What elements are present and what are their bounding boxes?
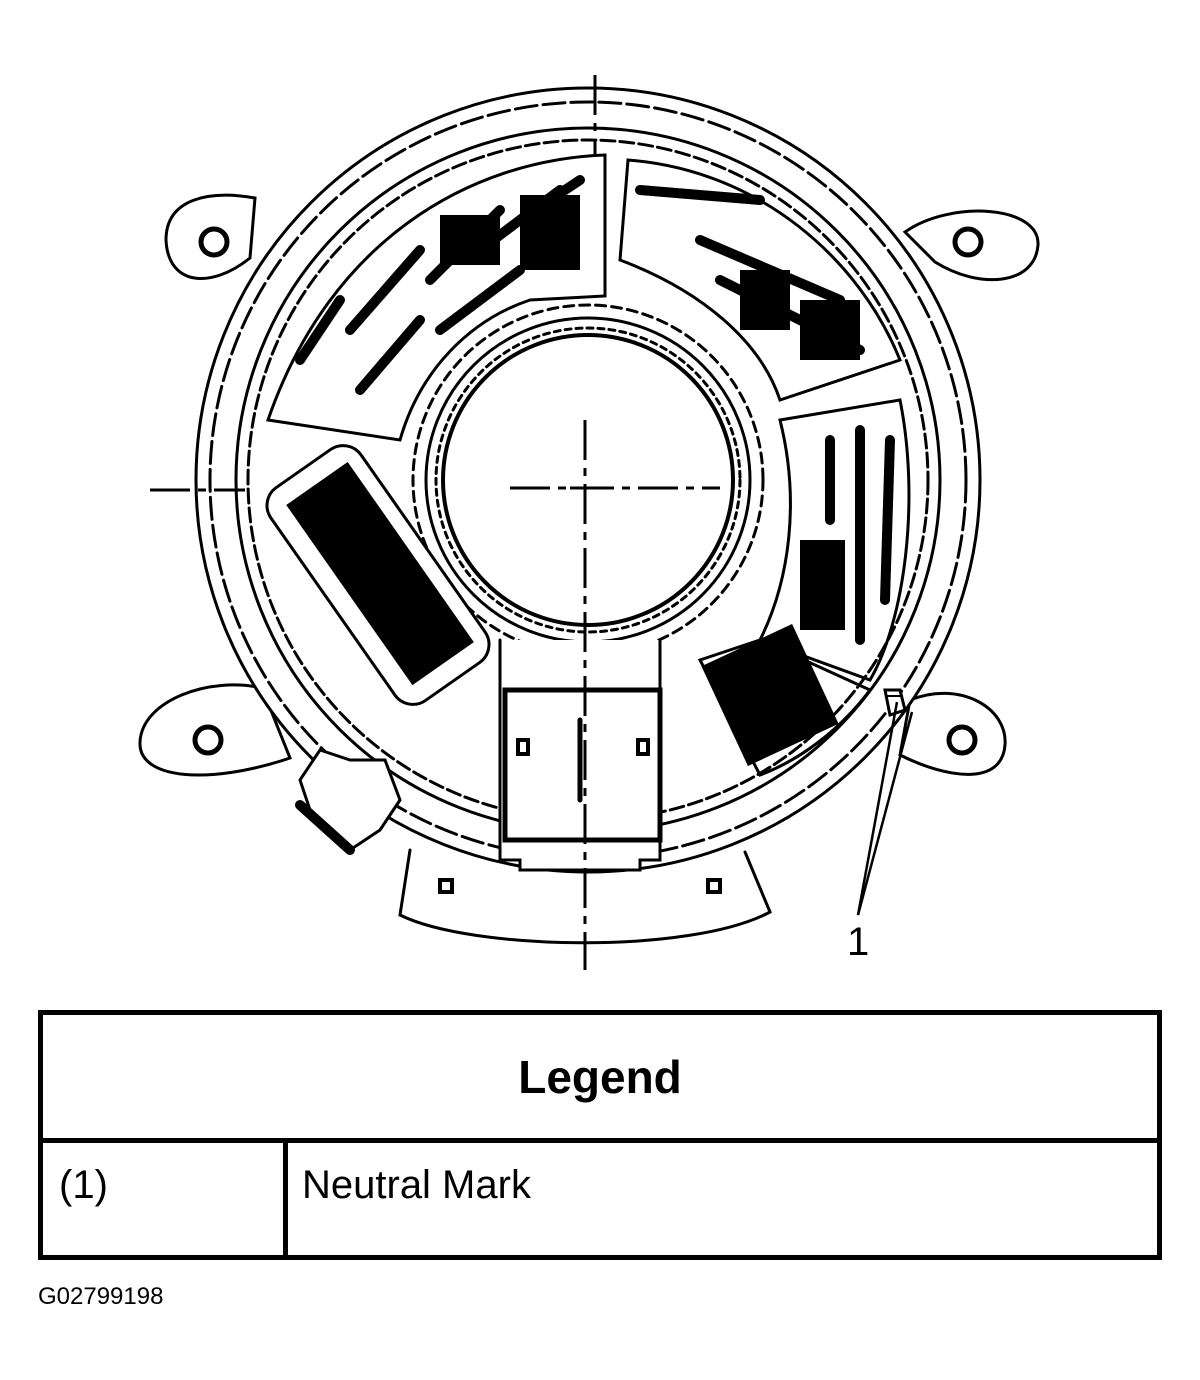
label-plate-right xyxy=(757,398,911,682)
figure-id: G02799198 xyxy=(38,1283,164,1310)
mounting-ear-top-right xyxy=(902,209,1040,282)
neutral-mark xyxy=(883,688,907,717)
mounting-ear-top-left xyxy=(164,193,257,281)
callout-label-1: 1 xyxy=(847,920,869,964)
left-flat-connector xyxy=(265,444,491,706)
lower-left-connector xyxy=(295,748,402,855)
legend-row: (1) Neutral Mark xyxy=(43,1143,1157,1255)
legend-title: Legend xyxy=(43,1015,1157,1143)
mounting-ear-bottom-left xyxy=(138,683,292,777)
legend-description: Neutral Mark xyxy=(302,1163,531,1207)
bottom-connector xyxy=(498,638,663,872)
label-plate-lower-right xyxy=(697,624,873,777)
legend-table: Legend (1) Neutral Mark xyxy=(38,1010,1162,1260)
legend-key: (1) xyxy=(43,1143,288,1255)
mounting-ear-bottom-right xyxy=(898,691,1007,776)
clockspring-diagram: 1 xyxy=(138,75,1040,970)
label-plate-upper-right xyxy=(618,158,902,402)
centerlines xyxy=(150,75,720,970)
label-plate-upper-left xyxy=(265,153,607,442)
callout-leader-1 xyxy=(856,701,914,916)
